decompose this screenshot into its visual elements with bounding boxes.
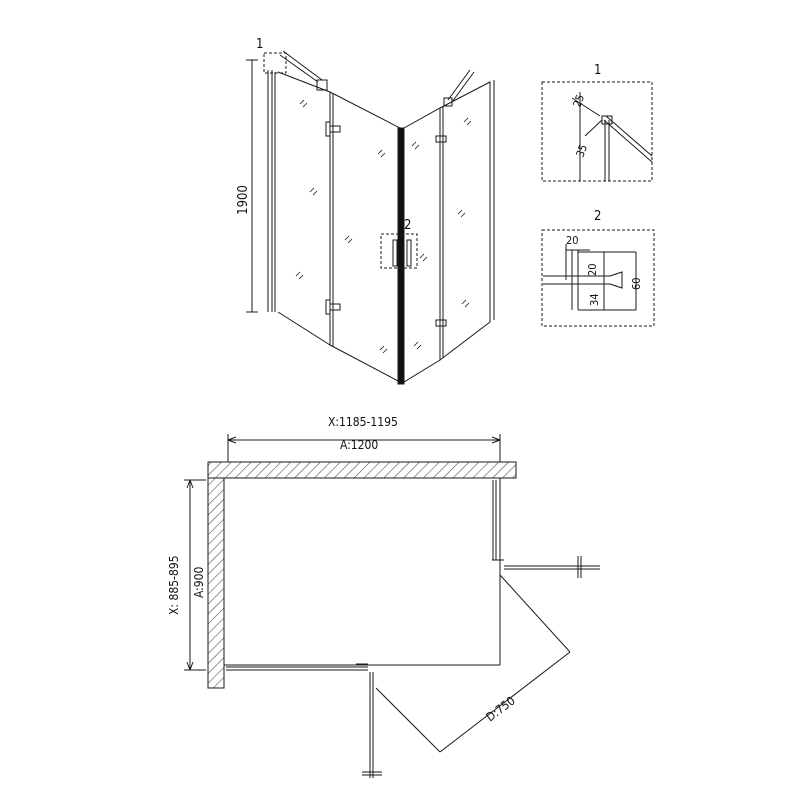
- right-glass-panels: [403, 80, 495, 383]
- detail-1: [541, 81, 653, 182]
- plan-width-nominal: A:1200: [340, 438, 378, 452]
- detail-2-frame: [541, 229, 655, 327]
- callout-box-2: [380, 233, 418, 269]
- corner-post: [397, 127, 405, 385]
- plan-width-range: X:1185-1195: [328, 415, 398, 429]
- right-hinges: [435, 135, 447, 327]
- stabilizer-bars: [279, 50, 475, 107]
- plan-depth-nominal: A:900: [192, 566, 206, 598]
- detail-2-dim-low: 34: [588, 293, 601, 306]
- plan-depth-range: X: 885-895: [167, 555, 181, 615]
- perspective-view: 1900: [236, 50, 495, 385]
- left-wall: [207, 477, 225, 689]
- right-panel: [492, 480, 600, 578]
- width-dimensions: [227, 434, 501, 462]
- glass-reflections: [295, 99, 472, 354]
- height-label: 1900: [236, 185, 251, 215]
- depth-dimensions: [184, 479, 206, 671]
- left-glass-panels: [277, 71, 401, 383]
- plan-view: [184, 434, 600, 778]
- back-wall: [207, 461, 517, 479]
- left-hinges: [325, 121, 341, 315]
- callout-1-label: 1: [256, 37, 263, 52]
- detail-2: [541, 229, 655, 327]
- door-handles: [392, 239, 412, 267]
- height-dimension: [246, 59, 258, 313]
- left-wall-profile: [267, 70, 276, 312]
- front-panel: [226, 663, 382, 778]
- detail-2-dim-right: 60: [630, 277, 643, 290]
- callout-box-1: [263, 52, 287, 74]
- detail-1-dim-35: 35: [574, 143, 591, 159]
- detail-2-title: 2: [594, 209, 601, 224]
- plan-door-swing: D:750: [483, 694, 518, 725]
- detail-1-dim-25: 25: [571, 93, 588, 109]
- detail-2-dim-mid: 20: [586, 263, 599, 276]
- swing-dimension: [375, 574, 571, 753]
- callout-2-label: 2: [404, 218, 411, 233]
- detail-1-title: 1: [594, 63, 601, 78]
- detail-1-frame: [541, 81, 653, 182]
- detail-2-dim-top: 20: [566, 234, 579, 247]
